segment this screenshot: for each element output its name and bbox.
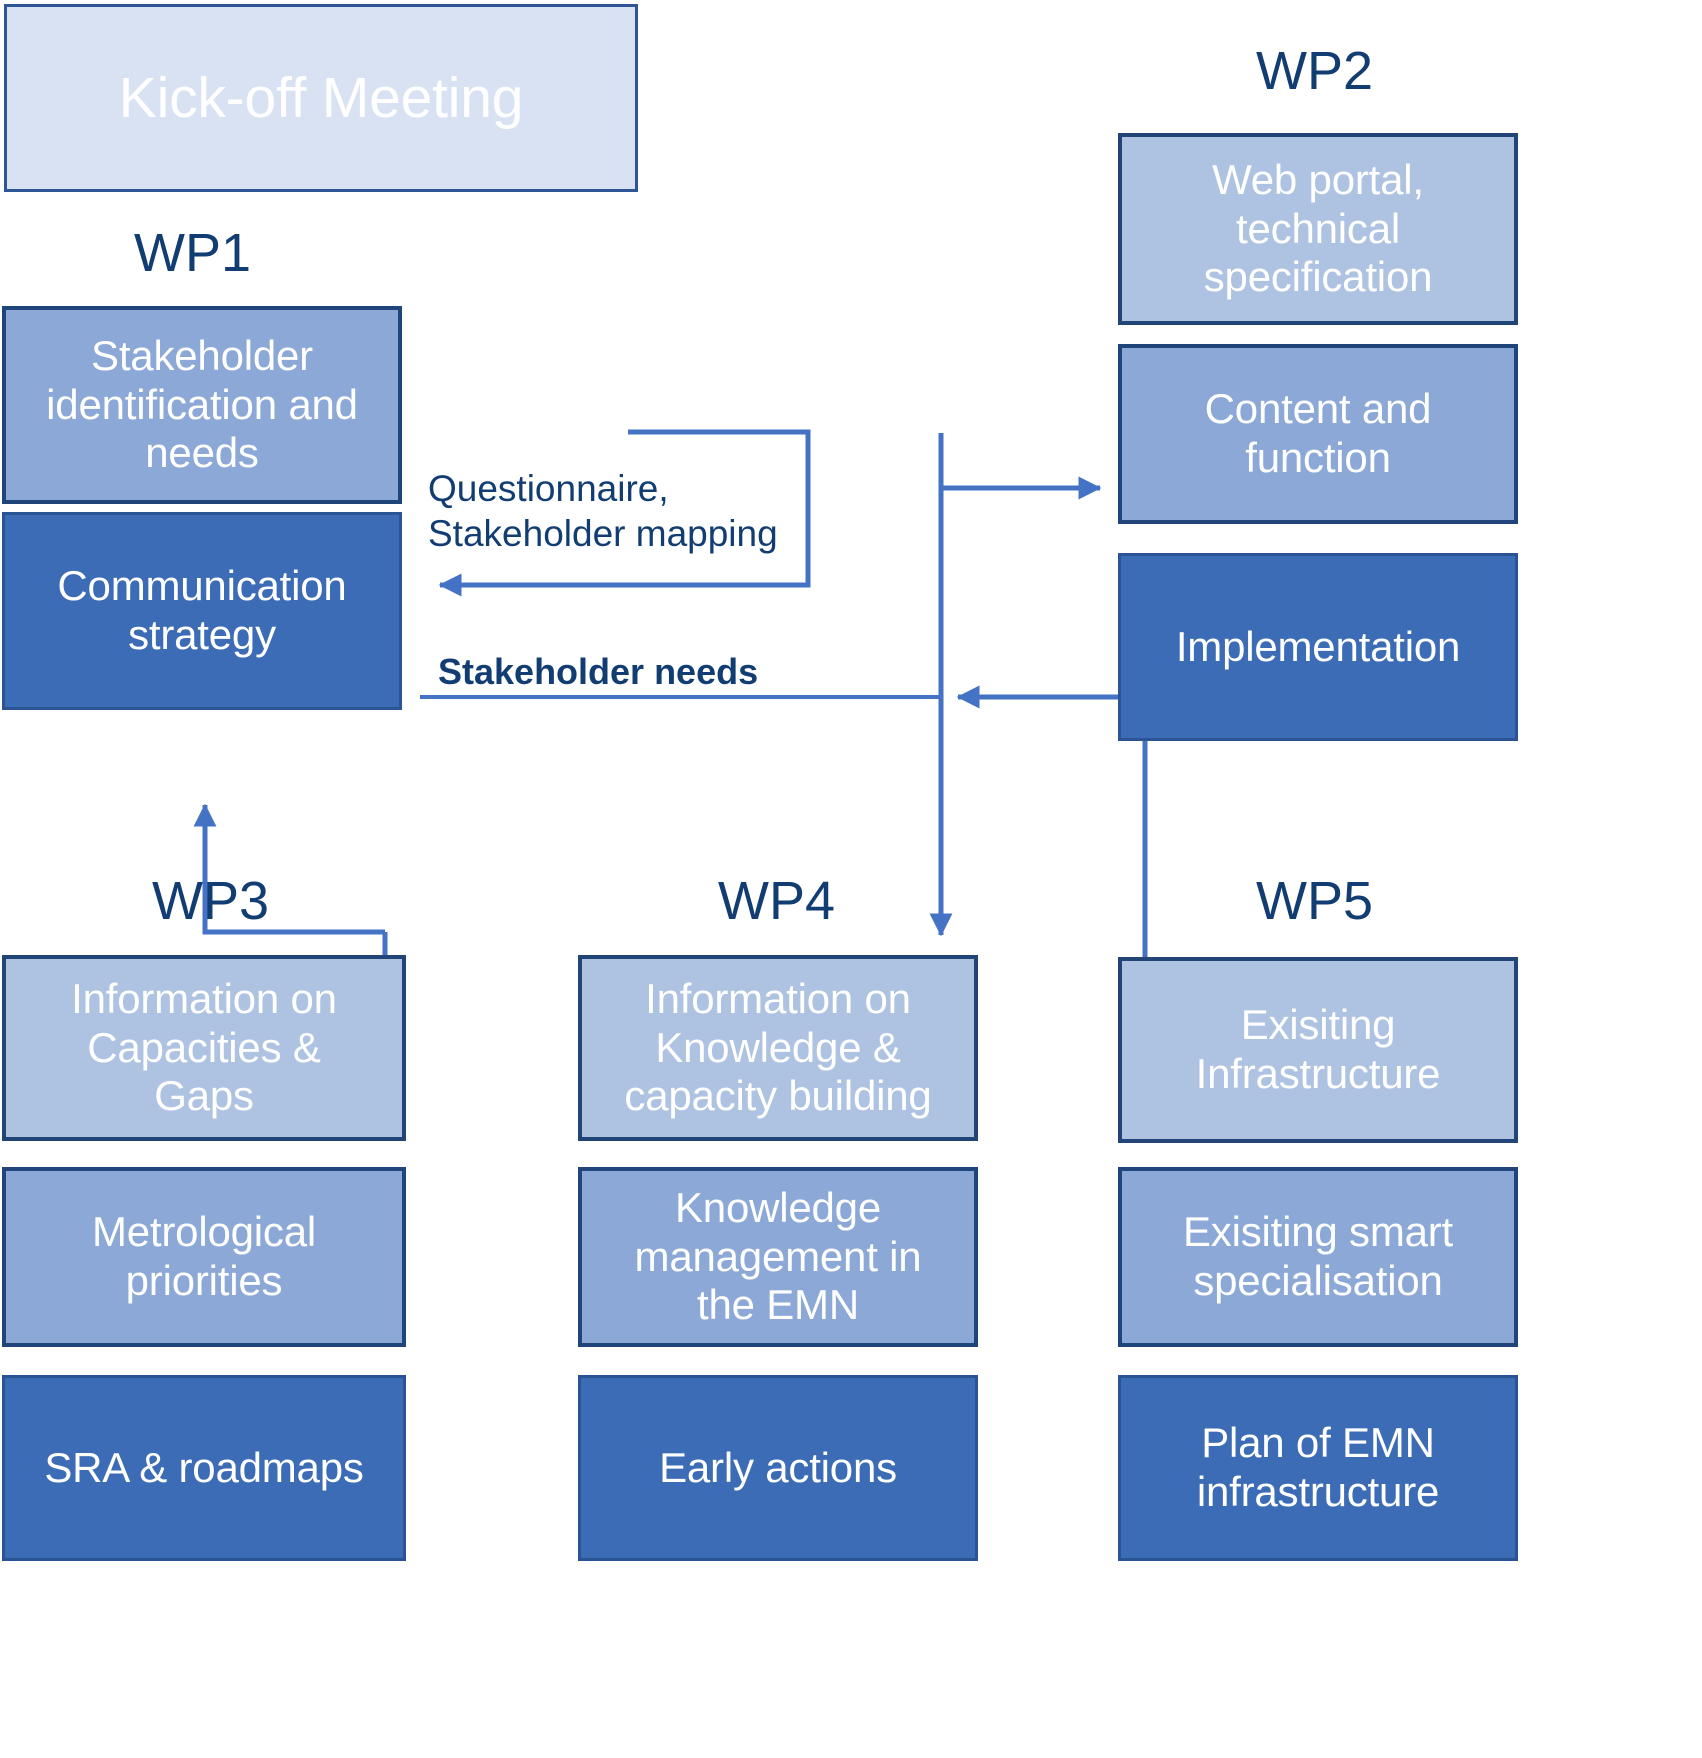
wp2-box-web-portal[interactable]: Web portal, technical specification xyxy=(1118,133,1518,325)
wp5-box-exisiting-smart-specialisation[interactable]: Exisiting smart specialisation xyxy=(1118,1167,1518,1347)
wp5-box-plan-of-emn-infrastructure[interactable]: Plan of EMN infrastructure xyxy=(1118,1375,1518,1561)
wp1-box-communication-strategy[interactable]: Communication strategy xyxy=(2,512,402,710)
wp3-box-sra-roadmaps[interactable]: SRA & roadmaps xyxy=(2,1375,406,1561)
wp3-box-metrological-priorities[interactable]: Metrological priorities xyxy=(2,1167,406,1347)
wp3-title: WP3 xyxy=(152,871,270,931)
wp1-box-stakeholder-identification[interactable]: Stakeholder identification and needs xyxy=(2,306,402,504)
wp2-title: WP2 xyxy=(1256,41,1374,101)
wp1-title: WP1 xyxy=(134,223,252,283)
connector-to-wp2 xyxy=(938,433,1102,500)
wp4-box-information-knowledge-capacity[interactable]: Information on Knowledge & capacity buil… xyxy=(578,955,978,1141)
wp4-box-knowledge-management-emn[interactable]: Knowledge management in the EMN xyxy=(578,1167,978,1347)
wp3-box-information-capacities-gaps[interactable]: Information on Capacities & Gaps xyxy=(2,955,406,1141)
wp4-title: WP4 xyxy=(718,871,836,931)
connector-label-stakeholder-needs: Stakeholder needs xyxy=(438,651,759,692)
connector-label-questionnaire: Questionnaire, Stakeholder mapping xyxy=(428,468,778,555)
kickoff-meeting-box[interactable]: Kick-off Meeting xyxy=(4,4,638,192)
wp2-box-content-and-function[interactable]: Content and function xyxy=(1118,344,1518,524)
wp5-box-exisiting-infrastructure[interactable]: Exisiting Infrastructure xyxy=(1118,957,1518,1143)
wp5-title: WP5 xyxy=(1256,871,1374,931)
wp4-box-early-actions[interactable]: Early actions xyxy=(578,1375,978,1561)
wp2-box-implementation[interactable]: Implementation xyxy=(1118,553,1518,741)
